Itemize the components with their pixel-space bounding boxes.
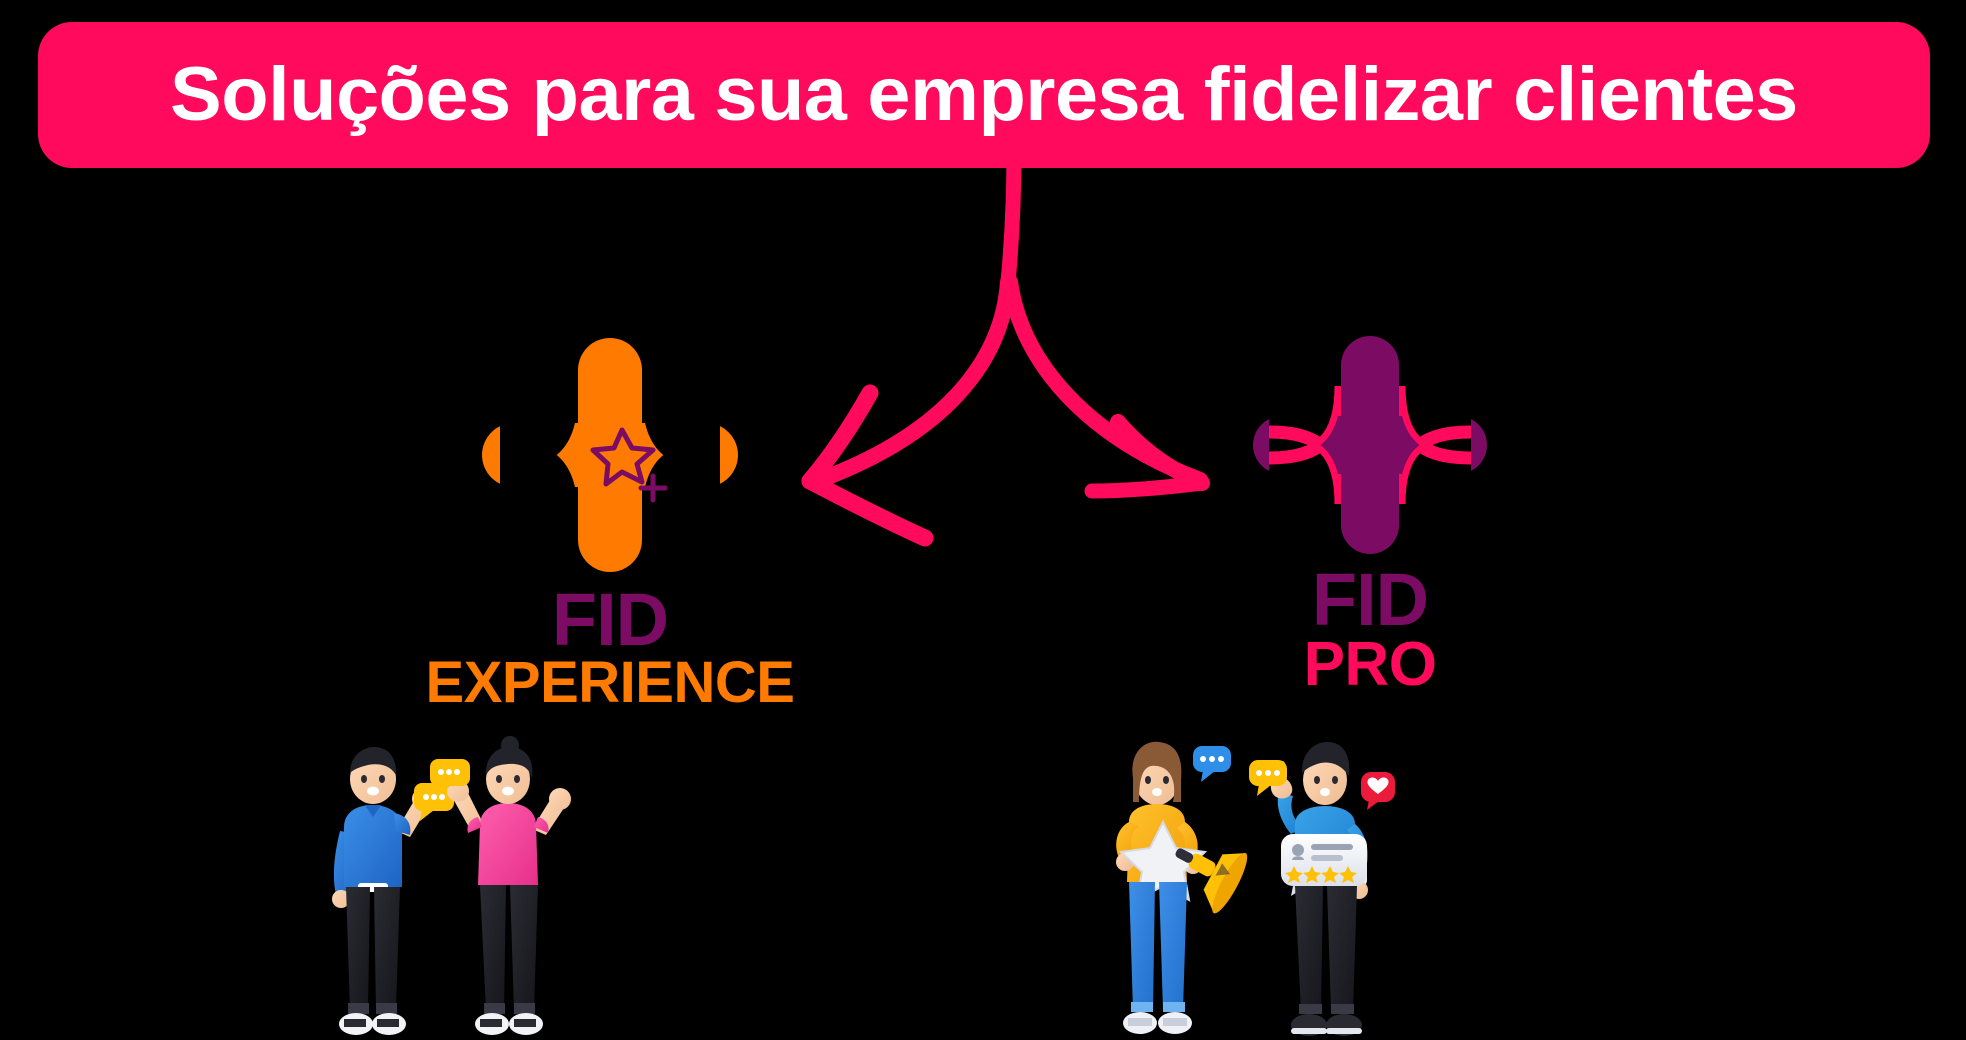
plus-cross-icon <box>1235 330 1505 560</box>
chat-bubble-icon <box>1249 760 1287 796</box>
brand-name: FID <box>551 578 669 661</box>
character-woman-yellow <box>1116 741 1248 1034</box>
brand-name: FID <box>1311 558 1429 641</box>
wordmark-fid-experience: FID EXPERIENCE <box>400 578 820 716</box>
chat-bubble-icon <box>1193 746 1231 782</box>
character-man-review <box>1249 742 1395 1036</box>
star-rating-icon <box>1285 866 1357 883</box>
illustration-two-people-celebrating <box>332 736 571 1035</box>
product-fid-pro[interactable]: FID PRO <box>1190 330 1550 700</box>
chat-bubble-icon <box>430 759 470 795</box>
page-title: Soluções para sua empresa fidelizar clie… <box>170 52 1798 137</box>
illustration-review-and-promote <box>1116 741 1395 1036</box>
plus-sign-icon <box>638 473 668 503</box>
product-fid-experience[interactable]: FID EXPERIENCE <box>400 330 820 716</box>
character-woman-pink <box>430 736 571 1035</box>
title-banner: Soluções para sua empresa fidelizar clie… <box>38 22 1930 168</box>
heart-badge-icon <box>1361 772 1395 810</box>
review-card-icon <box>1281 834 1367 896</box>
plus-cross-with-star-icon <box>460 330 760 580</box>
star-icon <box>590 427 656 487</box>
product-subtitle: PRO <box>1303 630 1437 700</box>
product-subtitle: EXPERIENCE <box>425 650 795 716</box>
character-man-blue <box>332 747 454 1035</box>
forked-split-arrow-icon <box>801 150 1210 547</box>
megaphone-icon <box>1175 848 1248 914</box>
wordmark-fid-pro: FID PRO <box>1190 558 1550 700</box>
